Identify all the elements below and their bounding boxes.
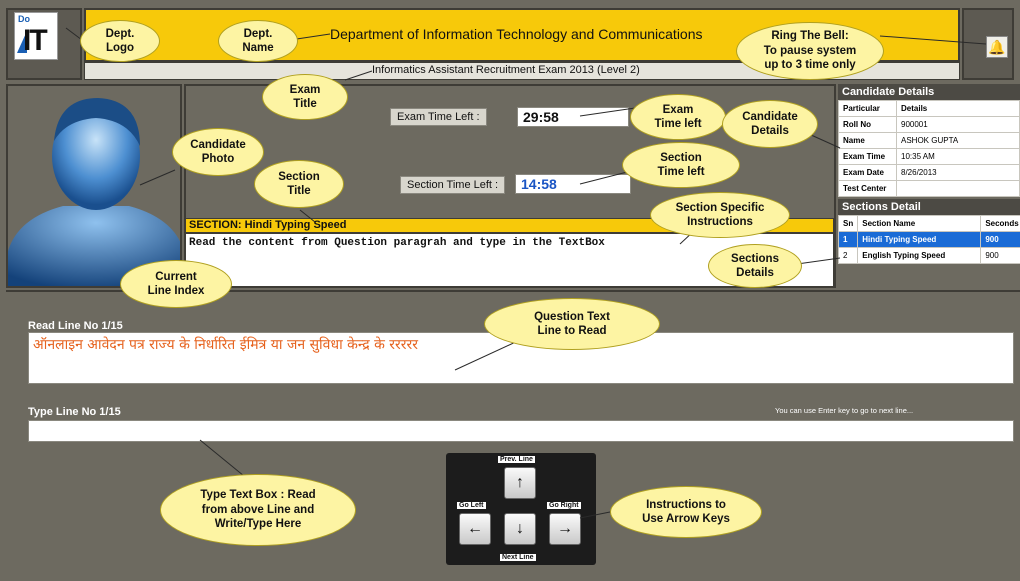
arrow-right-icon: → [557, 520, 573, 537]
col-seconds: Seconds [980, 215, 1020, 232]
col-sn: Sn [838, 215, 859, 232]
sections-detail-heading: Sections Detail [838, 199, 1020, 215]
candidate-details-heading: Candidate Details [838, 84, 1020, 100]
section-time-value: 14:58 [515, 174, 631, 194]
right-arrow-key[interactable]: → [549, 513, 581, 545]
dept-logo: Do IT [14, 12, 58, 60]
callout-dept-logo: Dept.Logo [80, 20, 160, 62]
enter-key-hint: You can use Enter key to go to next line… [775, 406, 914, 415]
up-arrow-key[interactable]: ↑ [504, 467, 536, 499]
section-time-label: Section Time Left : [400, 176, 506, 194]
prev-line-label: Prev. Line [498, 456, 535, 463]
logo-do-text: Do [18, 14, 30, 24]
arrow-left-icon: ← [467, 520, 483, 537]
exam-title: Informatics Assistant Recruitment Exam 2… [372, 64, 640, 76]
next-line-label: Next Line [500, 554, 536, 561]
arrow-keys-panel: Prev. Line ↑ Go Left ← ↓ Go Right → Next… [446, 453, 596, 565]
read-line-index: Read Line No 1/15 [28, 320, 123, 332]
go-left-label: Go Left [457, 502, 486, 509]
col-particular: Particular [838, 100, 897, 117]
go-right-label: Go Right [547, 502, 581, 509]
arrow-up-icon: ↑ [516, 474, 524, 491]
type-line-index: Type Line No 1/15 [28, 406, 121, 418]
exam-time-value: 29:58 [517, 107, 629, 127]
left-arrow-key[interactable]: ← [459, 513, 491, 545]
right-panel: Candidate Details Particular Details Rol… [838, 84, 1020, 288]
type-text-input[interactable] [28, 420, 1014, 442]
logo-it-text: IT [23, 24, 48, 57]
table-row: Test Center [838, 180, 1020, 197]
bell-icon: 🔔 [988, 39, 1006, 55]
exam-time-label: Exam Time Left : [390, 108, 487, 126]
ring-bell-button[interactable]: 🔔 [986, 36, 1008, 58]
arrow-down-icon: ↓ [516, 520, 524, 537]
down-arrow-key[interactable]: ↓ [504, 513, 536, 545]
dept-name: Department of Information Technology and… [330, 26, 703, 42]
callout-dept-name: Dept.Name [218, 20, 298, 62]
